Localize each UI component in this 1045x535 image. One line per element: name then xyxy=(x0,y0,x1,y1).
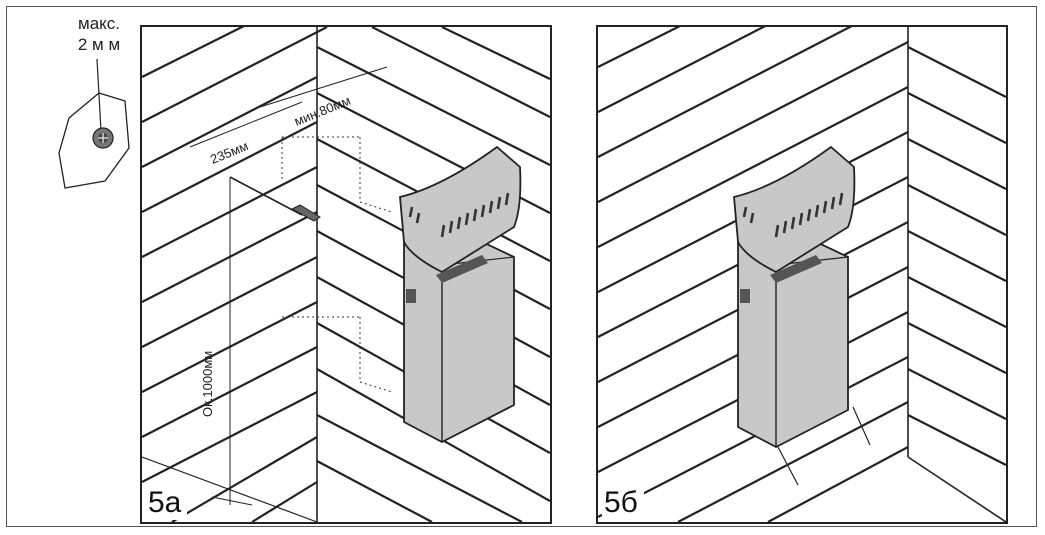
panel-label-5b: 5б xyxy=(602,486,644,520)
panel-label-5a: 5a xyxy=(146,486,188,520)
right-wall-boards xyxy=(907,46,1006,466)
dimension-mount-height: Ок.1000мм xyxy=(200,350,215,417)
heater-icon xyxy=(733,145,856,449)
panel-5b: 5б xyxy=(596,25,1008,524)
dimension-lines xyxy=(189,66,388,506)
screw-gap-label-line1: макс. xyxy=(78,14,120,33)
left-wall-boards xyxy=(142,27,328,522)
screw-inset: макс. 2 м м xyxy=(47,13,147,203)
screwdriver-icon xyxy=(229,176,321,222)
panel-5a: 235мм мин.80мм Ок.1000мм 5a xyxy=(140,25,552,524)
panel-5b-drawing xyxy=(598,27,1006,522)
screw-gap-label-line2: 2 м м xyxy=(77,35,121,54)
heater-icon xyxy=(399,145,522,444)
panel-5a-drawing xyxy=(142,27,550,522)
screw-gap-label: макс. 2 м м xyxy=(59,13,139,55)
screw-icon xyxy=(58,58,130,189)
figure-frame: макс. 2 м м xyxy=(6,6,1037,527)
mounting-outline xyxy=(281,136,393,393)
